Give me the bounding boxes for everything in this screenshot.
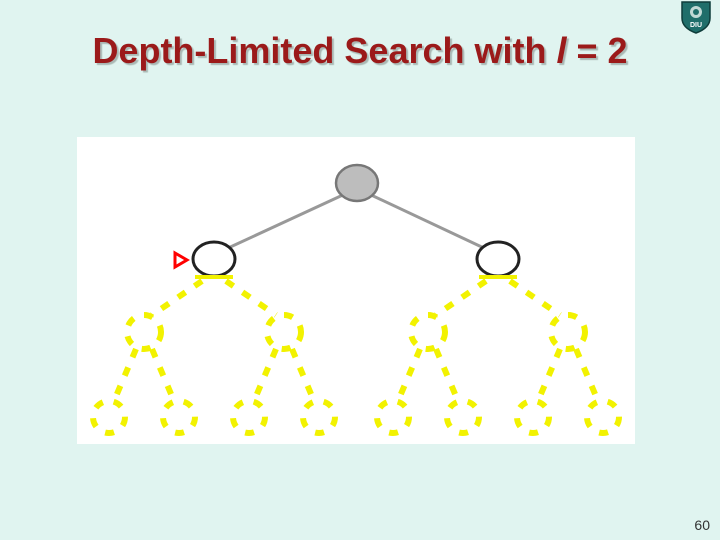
title-suffix: = 2 [566,30,628,71]
left-child-node [191,240,237,278]
cutoff-leaf-node [230,398,268,436]
cutoff-edge [573,347,601,403]
slide-title: Depth-Limited Search with l = 2 [0,30,720,72]
right-child-underline [479,275,517,279]
cutoff-leaf-node [300,398,338,436]
cutoff-edge [289,347,317,403]
cutoff-node [548,312,588,352]
cutoff-subtrees [90,278,622,436]
cutoff-edge [111,347,139,403]
search-tree-figure [77,137,635,444]
cutoff-edge [433,347,461,403]
logo-text: DIU [690,22,702,29]
cutoff-edge [150,278,204,318]
slide-number: 60 [694,517,710,533]
root-node [334,163,380,203]
cutoff-edge [224,278,278,318]
cutoff-leaf-node [444,398,482,436]
cutoff-leaf-node [514,398,552,436]
cutoff-node [264,312,304,352]
cutoff-edge [395,347,423,403]
cutoff-edge [434,278,488,318]
cutoff-leaf-node [584,398,622,436]
edge-root-left [225,192,346,251]
current-node-pointer [173,250,190,270]
edge-root-right [368,192,487,251]
left-child-underline [195,275,233,279]
search-tree [90,163,622,436]
cutoff-node [124,312,164,352]
cutoff-edge [251,347,279,403]
title-variable: l [556,30,567,71]
cutoff-leaf-node [90,398,128,436]
cutoff-node [408,312,448,352]
title-prefix: Depth-Limited Search with [92,30,557,71]
cutoff-edge [149,347,177,403]
cutoff-leaf-node [374,398,412,436]
right-child-node [475,240,521,278]
university-logo: DIU [674,0,718,34]
cutoff-edge [535,347,563,403]
cutoff-leaf-node [160,398,198,436]
cutoff-edge [508,278,562,318]
